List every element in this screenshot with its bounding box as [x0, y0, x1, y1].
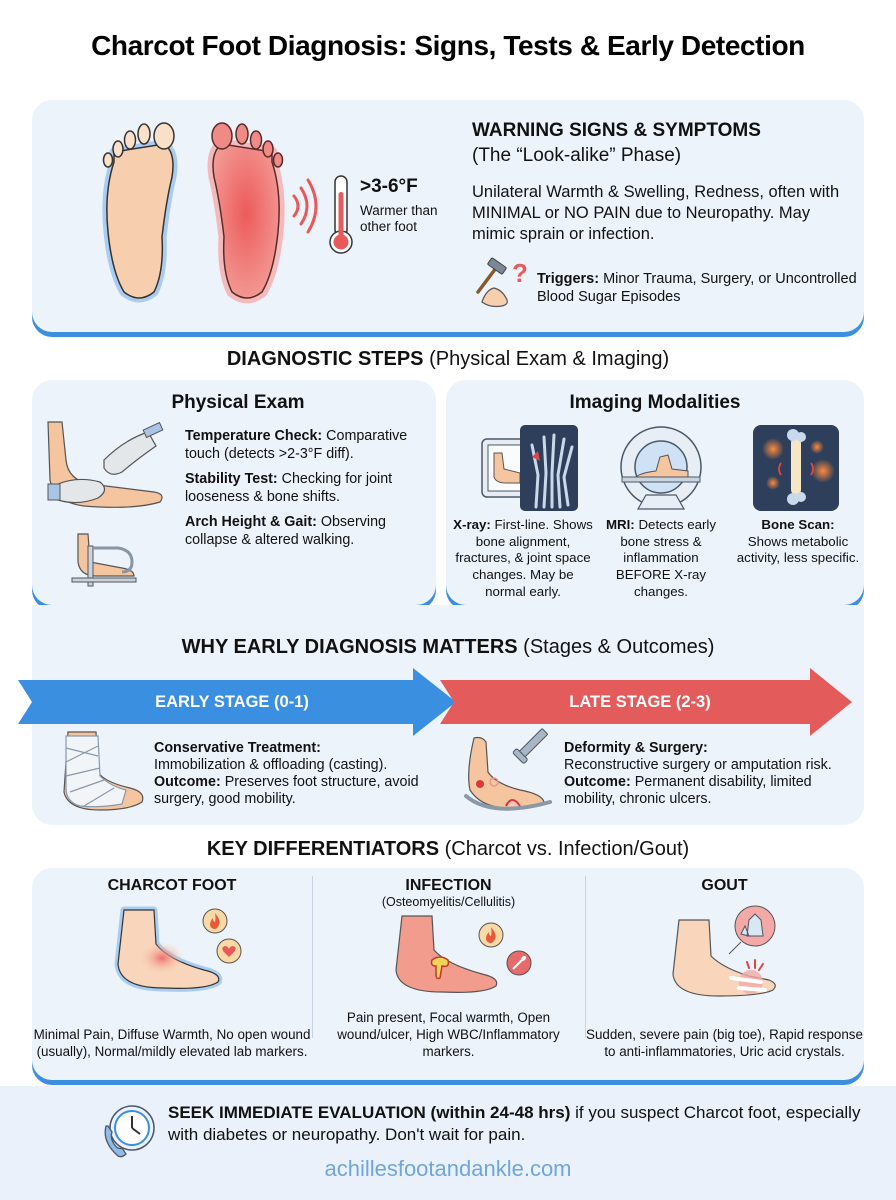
heading-rest: (Physical Exam & Imaging) [423, 348, 670, 370]
exam-item-arch: Arch Height & Gait: Observing collapse &… [185, 514, 430, 549]
outcome-label: Outcome: [154, 774, 221, 790]
differentiators-heading: KEY DIFFERENTIATORS (Charcot vs. Infecti… [0, 838, 896, 861]
late-stage-arrow-shape [440, 668, 852, 736]
imaging-modalities-card: Imaging Modalities X-ray: First-line. Sh… [446, 380, 864, 605]
column-title: INFECTION [405, 877, 492, 894]
diagnostic-steps-heading: DIAGNOSTIC STEPS (Physical Exam & Imagin… [0, 348, 896, 371]
heading-bold: WHY EARLY DIAGNOSIS MATTERS [181, 636, 518, 658]
modality-label: X-ray: [453, 517, 491, 532]
charcot-foot-icon [114, 906, 223, 992]
modality-text: Bone Scan: Shows metabolic activity, les… [736, 517, 860, 567]
flame-badge-icon [202, 908, 228, 934]
gout-column: GOUT Sudden, severe pain (big toe), Rapi… [585, 868, 864, 1068]
modality-text: MRI: Detects early bone stress & inflamm… [596, 517, 726, 601]
warm-foot-icon [207, 122, 285, 304]
early-stage-label: EARLY STAGE (0-1) [155, 693, 309, 711]
swab-badge-icon [506, 950, 532, 976]
seek-evaluation-alert: SEEK IMMEDIATE EVALUATION (within 24-48 … [168, 1102, 868, 1146]
exam-item-stability: Stability Test: Checking for joint loose… [185, 471, 430, 506]
temperature-difference-value: >3-6°F [360, 176, 418, 197]
treatment-text: Reconstructive surgery or amputation ris… [564, 757, 832, 773]
charcot-column: CHARCOT FOOT Minimal Pain, Diffuse Warmt… [32, 868, 312, 1068]
bone-scan-icon [753, 425, 839, 511]
flame-badge-icon [478, 922, 504, 948]
modality-detail: First-line. Shows bone alignment, fractu… [455, 517, 593, 599]
late-stage-text: Deformity & Surgery: Reconstructive surg… [564, 740, 864, 808]
treatment-label: Deformity & Surgery: [564, 740, 708, 756]
footer-panel [0, 1086, 896, 1200]
triggers-text: Triggers: Minor Trauma, Surgery, or Unco… [537, 270, 857, 306]
question-mark-icon: ? [512, 258, 528, 288]
item-label: Arch Height & Gait: [185, 514, 317, 530]
website-link[interactable]: achillesfootandankle.com [324, 1156, 572, 1181]
thermometer-icon [329, 175, 353, 254]
imaging-title: Imaging Modalities [569, 392, 741, 413]
early-diagnosis-heading: WHY EARLY DIAGNOSIS MATTERS (Stages & Ou… [0, 636, 896, 659]
item-label: Temperature Check: [185, 428, 323, 444]
exam-item-temperature: Temperature Check: Comparative touch (de… [185, 428, 430, 463]
heading-bold: KEY DIFFERENTIATORS [206, 838, 440, 860]
arch-gauge-icon [71, 533, 137, 587]
alert-text: if you suspect Charcot foot, especially … [168, 1103, 861, 1144]
treatment-text: Immobilization & offloading (casting). [154, 757, 388, 773]
infection-column: INFECTION (Osteomyelitis/Cellulitis) Pai… [312, 868, 585, 1068]
warning-description: Unilateral Warmth & Swelling, Redness, o… [472, 183, 840, 243]
warning-subheading: (The “Look-alike” Phase) [472, 145, 682, 166]
modality-detail: Detects early bone stress & inflammation… [615, 517, 717, 599]
modality-detail: Shows metabolic activity, less specific. [736, 533, 860, 566]
outcome-text: Preserves foot structure, avoid surgery,… [154, 774, 419, 807]
modality-mri: MRI: Detects early bone stress & inflamm… [596, 425, 726, 601]
casted-foot-icon [63, 731, 144, 811]
column-divider [312, 876, 313, 1038]
modality-label: MRI: [605, 517, 635, 532]
modality-bone-scan: Bone Scan: Shows metabolic activity, les… [736, 425, 860, 567]
column-divider [585, 876, 586, 1038]
column-title: GOUT [701, 877, 748, 894]
heading-rest: (Stages & Outcomes) [517, 636, 715, 658]
late-stage-label: LATE STAGE (2-3) [569, 693, 711, 711]
column-description: Minimal Pain, Diffuse Warmth, No open wo… [33, 1027, 311, 1059]
treatment-label: Conservative Treatment: [154, 740, 321, 756]
heat-waves-icon [292, 178, 318, 234]
deformed-foot-screw-icon [464, 728, 552, 811]
column-description: Pain present, Focal warmth, Open wound/u… [337, 1010, 560, 1059]
early-stage-arrow-shape [18, 668, 456, 736]
early-stage-text: Conservative Treatment: Immobilization &… [154, 740, 449, 808]
column-subtitle: (Osteomyelitis/Cellulitis) [381, 895, 516, 909]
mri-scanner-icon [620, 426, 702, 510]
outcome-label: Outcome: [564, 774, 631, 790]
physical-exam-card: Physical Exam Temperature Check: Compara… [32, 380, 436, 605]
heading-bold: DIAGNOSTIC STEPS [226, 348, 424, 370]
modality-text: X-ray: First-line. Shows bone alignment,… [452, 517, 594, 601]
modality-xray: X-ray: First-line. Shows bone alignment,… [452, 425, 594, 601]
temperature-note: Warmer than other foot [360, 203, 438, 234]
phone-clock-icon [104, 1105, 155, 1158]
normal-foot-icon [102, 122, 178, 303]
infected-foot-icon [395, 915, 498, 993]
item-text: Observing collapse & altered walking. [185, 514, 386, 548]
column-title: CHARCOT FOOT [107, 877, 237, 894]
physical-exam-list: Temperature Check: Comparative touch (de… [185, 428, 430, 557]
modality-label: Bone Scan: [761, 517, 835, 532]
gout-foot-icon [672, 905, 776, 997]
physical-exam-title: Physical Exam [171, 392, 305, 413]
item-text: Comparative touch (detects >2-3°F diff). [185, 428, 408, 462]
warning-signs-card: >3-6°F Warmer than other foot WARNING SI… [32, 100, 864, 332]
warning-heading: WARNING SIGNS & SYMPTOMS [472, 120, 761, 141]
item-label: Stability Test: [185, 471, 278, 487]
xray-icon [481, 425, 578, 511]
svg-text:?: ? [512, 258, 528, 288]
heart-badge-icon [216, 938, 242, 964]
foot-exam-icon [47, 421, 164, 508]
differentiators-card: CHARCOT FOOT Minimal Pain, Diffuse Warmt… [32, 868, 864, 1080]
triggers-label: Triggers: [537, 271, 600, 287]
alert-bold: SEEK IMMEDIATE EVALUATION (within 24-48 … [168, 1103, 571, 1122]
item-text: Checking for joint looseness & bone shif… [185, 471, 393, 505]
heading-rest: (Charcot vs. Infection/Gout) [439, 838, 690, 860]
triggers-detail: Minor Trauma, Surgery, or Uncontrolled B… [537, 271, 857, 305]
column-description: Sudden, severe pain (big toe), Rapid res… [586, 1027, 863, 1059]
page-title: Charcot Foot Diagnosis: Signs, Tests & E… [91, 30, 805, 61]
hammer-icon [476, 257, 508, 308]
outcome-text: Permanent disability, limited mobility, … [564, 774, 812, 807]
